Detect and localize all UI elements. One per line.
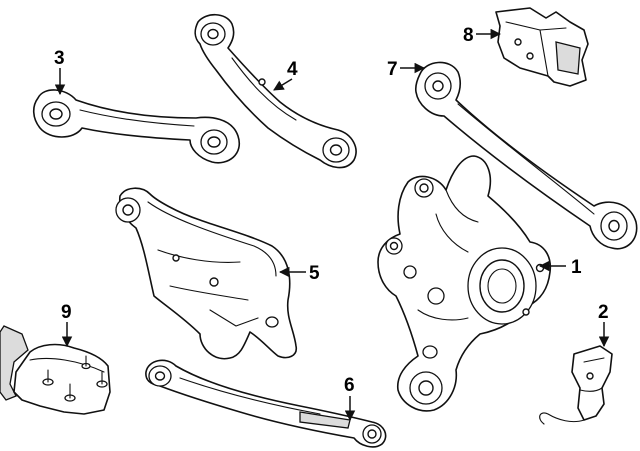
callout-label-2: 2 [598, 302, 609, 323]
callout-label-5: 5 [309, 263, 320, 284]
callout-label-4: 4 [287, 59, 298, 80]
lower-control-arm [115, 187, 298, 360]
callout-label-8: 8 [463, 25, 474, 46]
callout-label-6: 6 [344, 375, 355, 396]
bracket-assembly [0, 325, 111, 415]
bracket-shield [495, 7, 589, 87]
callout-8: 8 [463, 25, 502, 46]
callout-6: 6 [344, 375, 356, 422]
trailing-link [194, 13, 357, 169]
callout-7: 7 [387, 59, 426, 80]
callout-3: 3 [54, 48, 66, 96]
callout-4: 4 [273, 59, 298, 91]
callout-2: 2 [598, 302, 610, 348]
knuckle [377, 155, 552, 412]
upper-control-arm [32, 89, 241, 164]
callout-9: 9 [61, 302, 73, 348]
callout-1: 1 [538, 257, 582, 278]
long-control-arm [414, 61, 638, 250]
callout-label-9: 9 [61, 302, 72, 323]
callout-label-1: 1 [571, 257, 582, 278]
callout-5: 5 [278, 263, 320, 284]
toe-link [145, 359, 387, 448]
callout-label-7: 7 [387, 59, 398, 80]
callout-label-3: 3 [54, 48, 65, 69]
sensor-bracket [539, 345, 613, 425]
